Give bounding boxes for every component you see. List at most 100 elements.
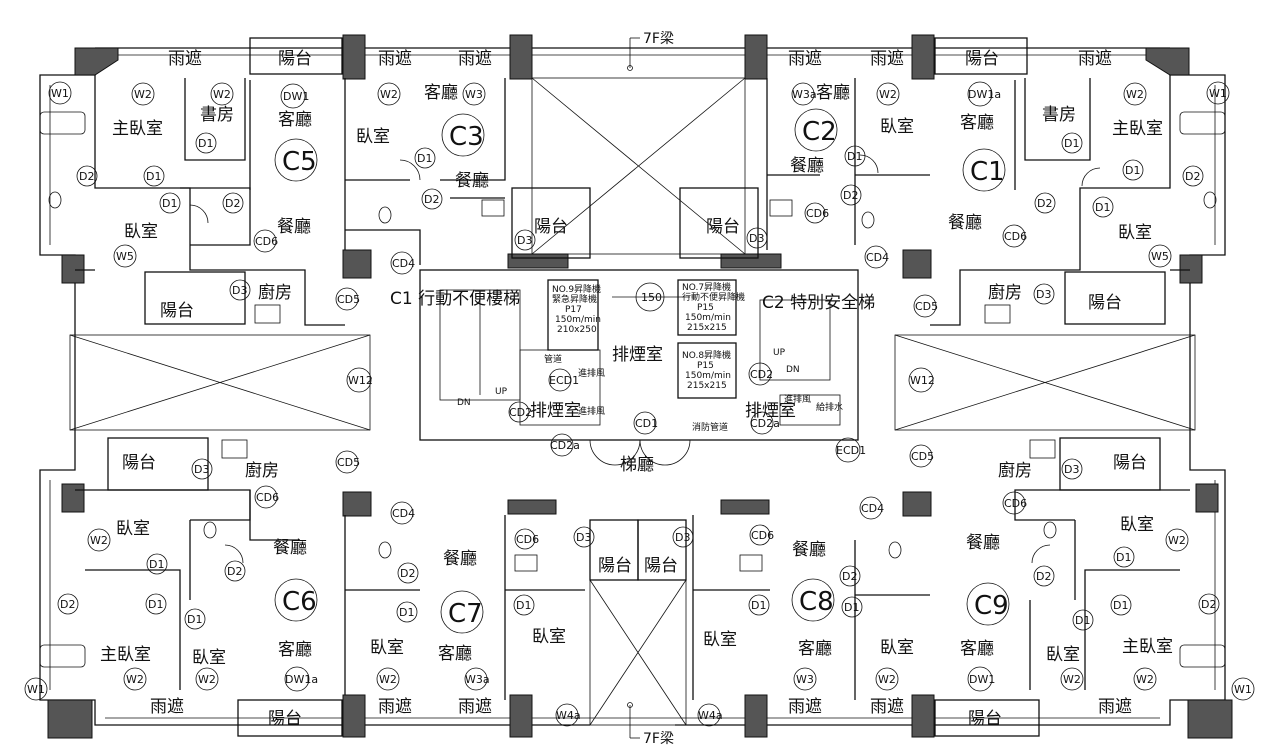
d1-tag: D1 bbox=[149, 558, 164, 571]
d3-tag: D3 bbox=[194, 463, 209, 476]
w3a-tag: W3a bbox=[792, 88, 817, 101]
balcony-label: 陽台 bbox=[278, 49, 312, 69]
line5-tag: 210x250 bbox=[557, 325, 597, 335]
beam-label: 7F梁 bbox=[643, 731, 674, 747]
cd2a-tag: CD2a bbox=[750, 417, 780, 430]
d1-tag: D1 bbox=[417, 152, 432, 165]
toilet bbox=[378, 541, 392, 559]
w2-tag: W2 bbox=[213, 88, 231, 101]
cd4-tag: CD4 bbox=[392, 507, 415, 520]
column bbox=[911, 34, 935, 80]
line2-tag: 行動不便昇降機 bbox=[682, 291, 745, 303]
d3-tag: D3 bbox=[675, 531, 690, 544]
stove bbox=[514, 554, 538, 572]
bedroom-label: 臥室 bbox=[370, 638, 404, 658]
d2-tag: D2 bbox=[1037, 197, 1052, 210]
d1-tag: D1 bbox=[148, 598, 163, 611]
w4a-tag: W4a bbox=[556, 709, 581, 722]
study-label: 書房 bbox=[200, 105, 234, 125]
column bbox=[342, 491, 372, 517]
living-label: 客廳 bbox=[816, 83, 850, 103]
column bbox=[1179, 254, 1203, 284]
toilet bbox=[48, 191, 62, 209]
column bbox=[744, 694, 768, 738]
elevator-8: NO.8昇降機 P15 150m/min 215x215 bbox=[682, 349, 731, 391]
w2-tag: W2 bbox=[379, 673, 397, 686]
labels-bottom: 陽台 廚房 廚房 陽台 臥室 餐廳 餐廳 陽台 陽台 餐廳 餐廳 臥室 臥室 臥… bbox=[100, 453, 1173, 729]
cd2-tag: CD2 bbox=[750, 368, 773, 381]
toilet bbox=[203, 521, 217, 539]
balcony-label: 陽台 bbox=[644, 556, 678, 576]
kitchen-label: 廚房 bbox=[998, 460, 1032, 481]
w4a-tag: W4a bbox=[698, 709, 723, 722]
stove bbox=[1029, 439, 1056, 459]
line2-tag: P15 bbox=[697, 361, 714, 371]
cd5-tag: CD5 bbox=[911, 450, 934, 463]
cd6-tag: CD6 bbox=[1004, 230, 1027, 243]
unit-label-c9: C9 bbox=[974, 591, 1009, 621]
bedroom-label: 臥室 bbox=[1118, 223, 1152, 243]
stove bbox=[984, 304, 1011, 324]
line1-tag: NO.7昇降機 bbox=[682, 281, 731, 293]
stair-up-label: UP bbox=[773, 348, 786, 358]
column bbox=[342, 249, 372, 279]
w2-tag: W2 bbox=[90, 534, 108, 547]
d3-tag: D3 bbox=[1064, 463, 1079, 476]
canopy-label: 雨遮 bbox=[458, 49, 492, 69]
d2-tag: D2 bbox=[1185, 170, 1200, 183]
w5-tag: W5 bbox=[1151, 250, 1169, 263]
toilet bbox=[861, 211, 875, 229]
d1-tag: D1 bbox=[516, 599, 531, 612]
line4-tag: 150m/min bbox=[685, 313, 731, 323]
line1-tag: NO.8昇降機 bbox=[682, 349, 731, 361]
d1-tag: D1 bbox=[1113, 599, 1128, 612]
w2-tag: W2 bbox=[879, 88, 897, 101]
canopy-label: 雨遮 bbox=[788, 49, 822, 69]
w1-tag: W1 bbox=[51, 87, 69, 100]
cd2-tag: CD2 bbox=[509, 406, 532, 419]
balcony-label: 陽台 bbox=[598, 556, 632, 576]
bedroom-label: 臥室 bbox=[1120, 515, 1154, 535]
water-label: 給排水 bbox=[816, 401, 843, 413]
living-label: 客廳 bbox=[960, 113, 994, 133]
shaft-dimension: 150 bbox=[641, 291, 662, 304]
d1-tag: D1 bbox=[847, 150, 862, 163]
column bbox=[509, 694, 533, 738]
cd4-tag: CD4 bbox=[392, 257, 415, 270]
kitchen-label: 廚房 bbox=[258, 282, 292, 303]
line4-tag: 215x215 bbox=[687, 381, 727, 391]
unit-label-c7: C7 bbox=[448, 599, 483, 629]
d1-tag: D1 bbox=[751, 599, 766, 612]
study-label: 書房 bbox=[1042, 105, 1076, 125]
opening-tags: W1 W2 W2 DW1 W2 W3 W3a W2 DW1a W2 W1 D1 … bbox=[24, 81, 1255, 727]
w12-tag: W12 bbox=[348, 374, 373, 387]
dining-label: 餐廳 bbox=[455, 171, 489, 191]
structural-columns bbox=[47, 34, 1233, 739]
dining-label: 餐廳 bbox=[792, 540, 826, 560]
cd4-tag: CD4 bbox=[861, 502, 884, 515]
w2-tag: W2 bbox=[198, 673, 216, 686]
d3-tag: D3 bbox=[1036, 288, 1051, 301]
stair-c2-label: C2 特別安全梯 bbox=[762, 293, 875, 313]
living-label: 客廳 bbox=[798, 639, 832, 659]
w1-tag: W1 bbox=[27, 683, 45, 696]
w12-tag: W12 bbox=[910, 374, 935, 387]
w2-tag: W2 bbox=[1126, 88, 1144, 101]
column bbox=[47, 699, 93, 739]
d2-tag: D2 bbox=[400, 567, 415, 580]
balcony-label: 陽台 bbox=[706, 217, 740, 237]
w5-tag: W5 bbox=[116, 250, 134, 263]
w2-tag: W2 bbox=[380, 88, 398, 101]
smoke-room-label: 排煙室 bbox=[612, 345, 663, 365]
canopy-label: 雨遮 bbox=[150, 697, 184, 717]
exhaust-label: 進排風 bbox=[578, 367, 605, 379]
unit-markers: C5 C3 C2 C1 C6 C7 C8 C9 bbox=[274, 108, 1010, 634]
d1-tag: D1 bbox=[146, 170, 161, 183]
column bbox=[61, 254, 85, 284]
stair-down-label: DN bbox=[786, 365, 800, 375]
smoke-room-label: 排煙室 bbox=[745, 401, 796, 421]
interior-walls bbox=[69, 75, 1196, 726]
canopy-label: 雨遮 bbox=[870, 697, 904, 717]
beam-label: 7F梁 bbox=[643, 31, 674, 47]
dw1a-tag: DW1a bbox=[968, 88, 1001, 101]
